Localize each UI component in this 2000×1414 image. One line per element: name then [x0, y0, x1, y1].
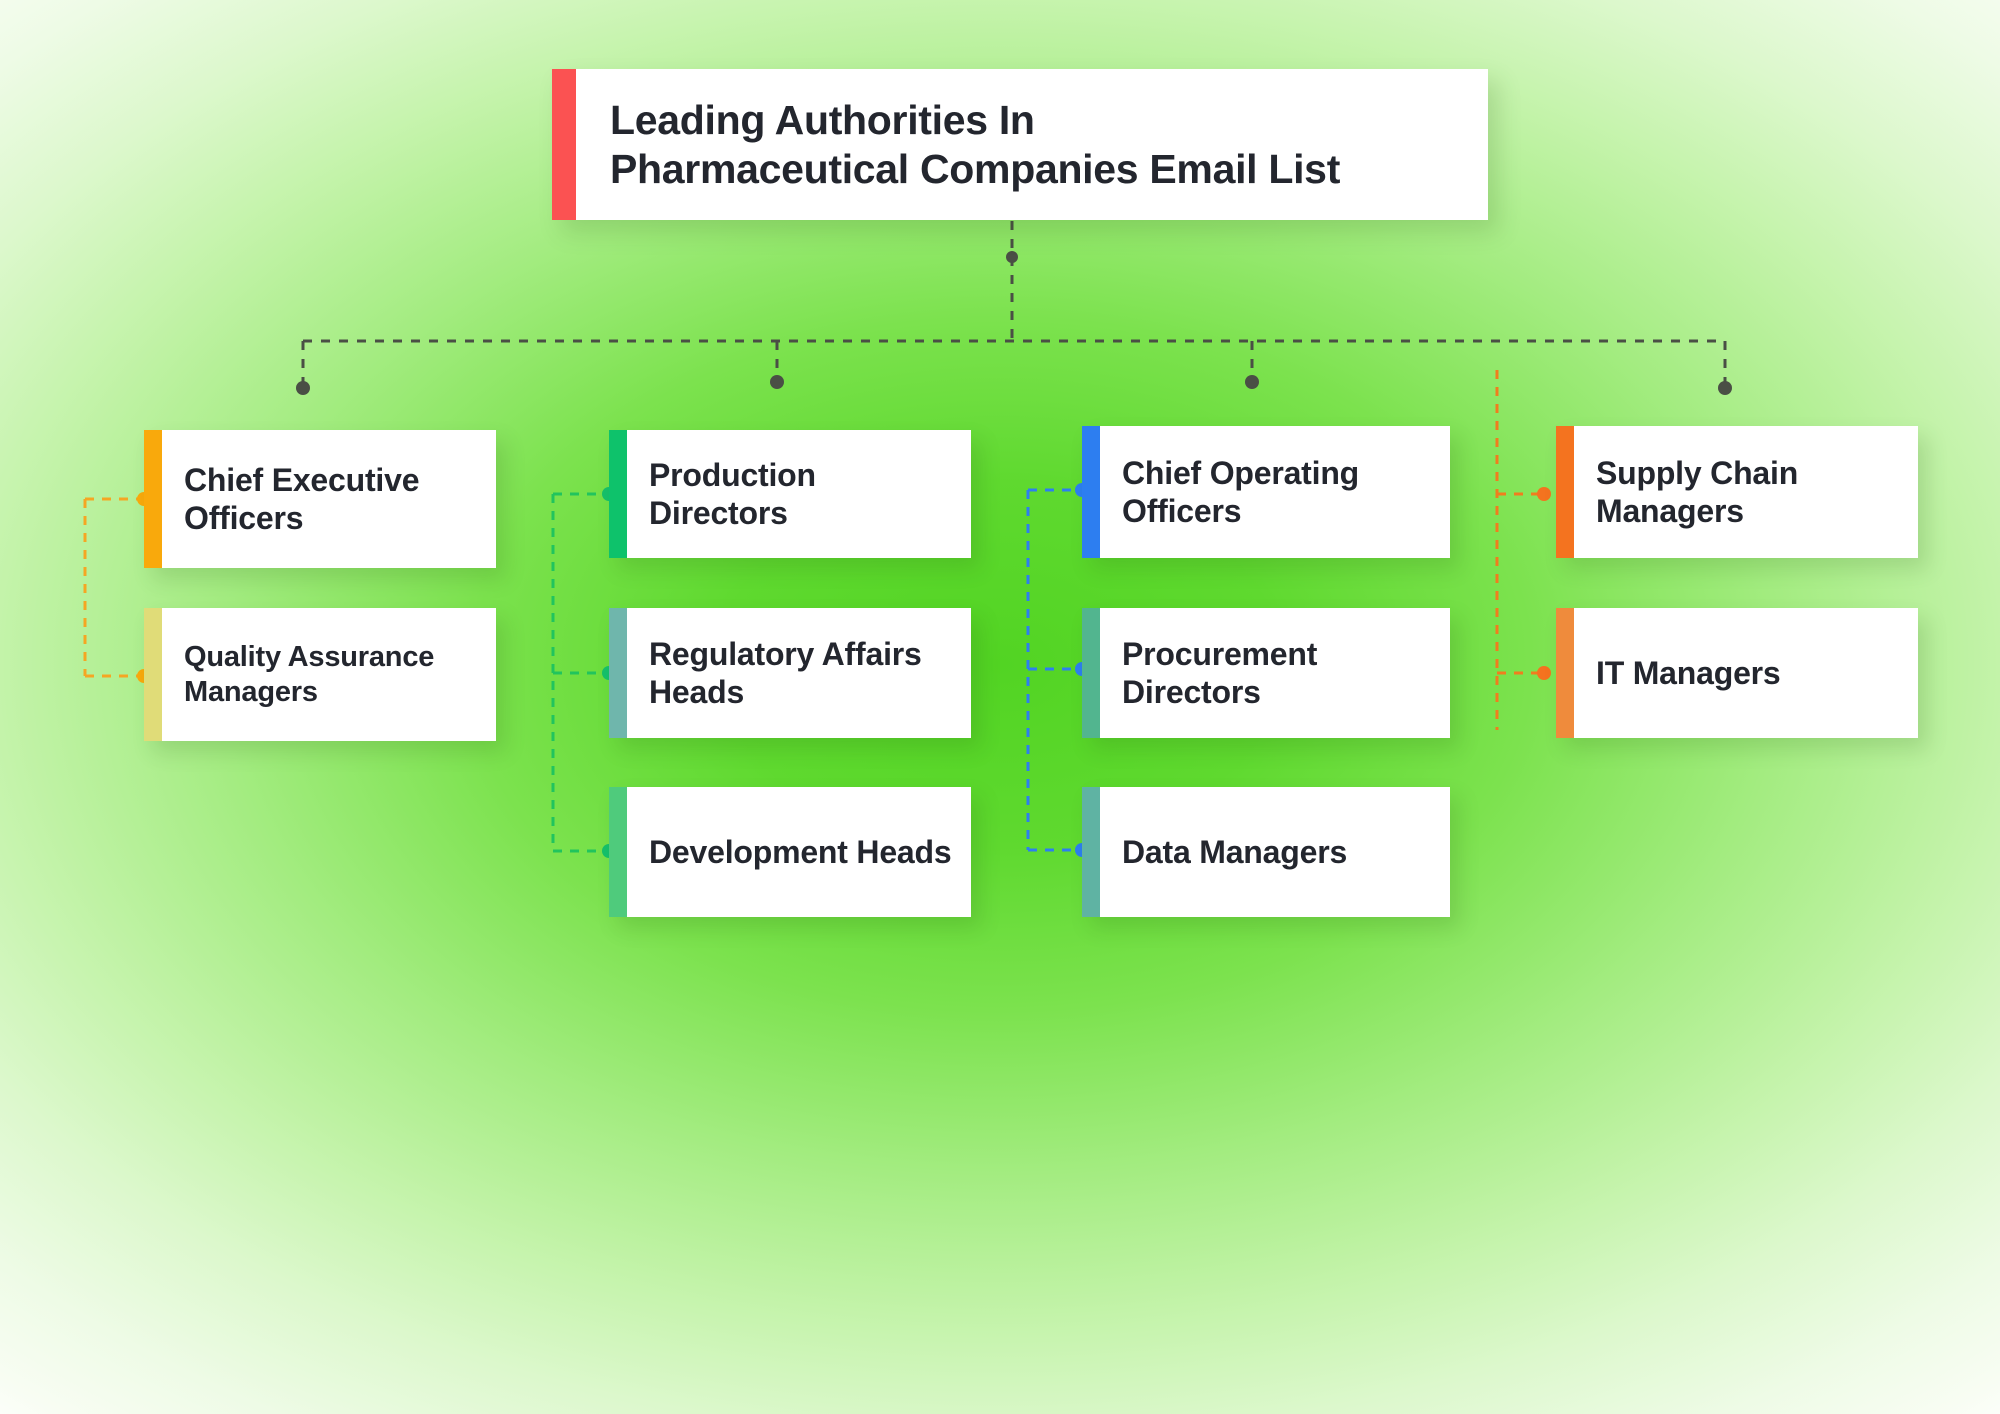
title-line-2: Pharmaceutical Companies Email List [610, 145, 1341, 192]
node-data-managers[interactable]: Data Managers [1082, 787, 1450, 917]
node-label: Chief Executive Officers [184, 461, 420, 536]
node-development-heads[interactable]: Development Heads [609, 787, 971, 917]
node-accent-bar [144, 608, 162, 741]
node-quality-assurance-managers[interactable]: Quality Assurance Managers [144, 608, 496, 741]
wire-dot-itm [1537, 666, 1551, 680]
node-label: Quality Assurance Managers [184, 640, 435, 708]
chart-title-card: Leading Authorities In Pharmaceutical Co… [552, 69, 1488, 220]
drop-dot-branch-4 [1718, 381, 1732, 395]
node-supply-chain-managers[interactable]: Supply Chain Managers [1556, 426, 1918, 558]
wire-dot-scm [1537, 487, 1551, 501]
page-title: Leading Authorities In Pharmaceutical Co… [576, 96, 1366, 193]
node-label: Development Heads [649, 833, 952, 870]
node-label: Production Directors [649, 456, 816, 531]
trunk-dot-top [1006, 251, 1018, 263]
node-label: IT Managers [1596, 654, 1781, 691]
node-label: Supply Chain Managers [1596, 454, 1799, 529]
node-it-managers[interactable]: IT Managers [1556, 608, 1918, 738]
node-label: Regulatory Affairs Heads [649, 635, 922, 710]
node-production-directors[interactable]: Production Directors [609, 430, 971, 558]
drop-dot-branch-2 [770, 375, 784, 389]
node-label: Data Managers [1122, 833, 1348, 870]
node-accent-bar [1556, 608, 1574, 738]
title-accent-bar [552, 69, 576, 220]
node-label: Procurement Directors [1122, 635, 1318, 710]
title-line-1: Leading Authorities In [610, 97, 1035, 144]
node-accent-bar [1082, 608, 1100, 738]
node-accent-bar [609, 430, 627, 558]
node-label: Chief Operating Officers [1122, 454, 1360, 529]
node-procurement-directors[interactable]: Procurement Directors [1082, 608, 1450, 738]
drop-dot-branch-1 [296, 381, 310, 395]
node-accent-bar [609, 608, 627, 738]
node-regulatory-affairs-heads[interactable]: Regulatory Affairs Heads [609, 608, 971, 738]
node-accent-bar [144, 430, 162, 568]
node-accent-bar [1082, 787, 1100, 917]
node-accent-bar [1082, 426, 1100, 558]
node-accent-bar [1556, 426, 1574, 558]
node-chief-operating-officers[interactable]: Chief Operating Officers [1082, 426, 1450, 558]
drop-dot-branch-3 [1245, 375, 1259, 389]
node-accent-bar [609, 787, 627, 917]
node-chief-executive-officers[interactable]: Chief Executive Officers [144, 430, 496, 568]
